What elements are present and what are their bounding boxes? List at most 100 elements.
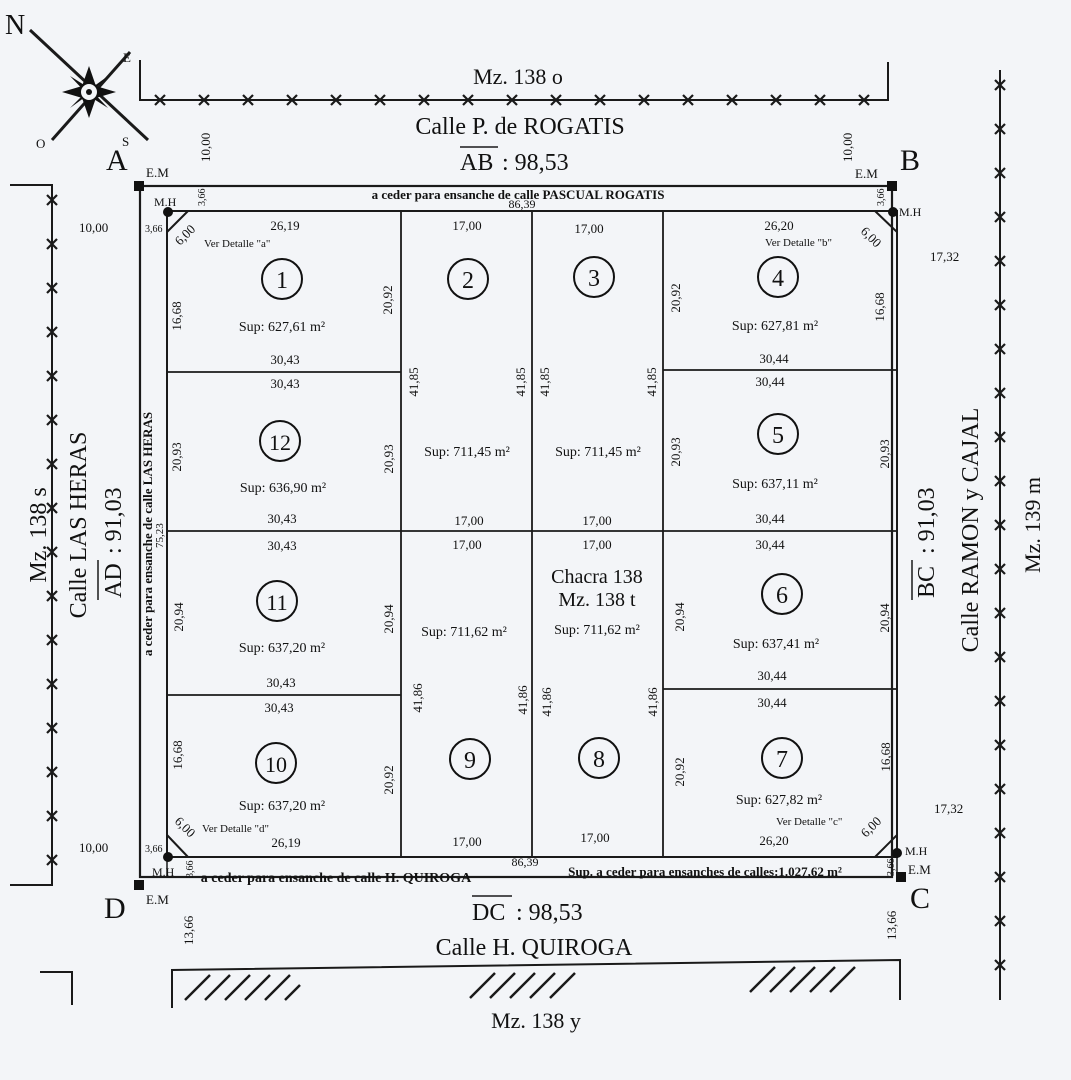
fence-x-mark <box>46 502 58 514</box>
fence-x-mark <box>858 94 870 106</box>
lot-4-area: Sup: 627,81 m² <box>732 319 818 334</box>
fence-x-mark <box>994 299 1006 311</box>
lot-5[interactable]: 5 Sup: 637,11 m² <box>732 413 818 492</box>
side-dc-label: DC <box>472 900 505 926</box>
east-fence <box>994 70 1006 1000</box>
lot-2-badge <box>447 258 489 300</box>
street-east-label: Calle RAMON y CAJAL <box>958 408 984 653</box>
lot-4[interactable]: 4 Sup: 627,81 m² <box>732 256 818 334</box>
corner-a-label: A <box>106 144 128 177</box>
lot-11-area: Sup: 637,20 m² <box>239 641 325 656</box>
fence-x-mark <box>46 722 58 734</box>
dim-lot4-left: 20,92 <box>668 283 683 312</box>
dim-north-86-39: 86,39 <box>509 197 536 211</box>
dim-lot11-left: 20,94 <box>171 602 186 632</box>
fence-x-mark <box>462 94 474 106</box>
dim-lot10-bottom: 26,19 <box>271 835 300 850</box>
lot-1[interactable]: 1 Sup: 627,61 m² <box>239 258 325 335</box>
fence-x-mark <box>46 678 58 690</box>
lot-7-badge <box>761 737 803 779</box>
lot-8[interactable]: 8 Sup: 711,62 m² <box>554 623 640 779</box>
compass-e-label: E <box>123 50 131 65</box>
fence-x-mark <box>994 475 1006 487</box>
fence-x-mark <box>46 370 58 382</box>
lot-3-number: 3 <box>588 266 600 292</box>
block-north-label: Mz. 138 o <box>473 64 563 89</box>
mh-label-nw: M.H <box>154 195 177 209</box>
fence-x-mark <box>198 94 210 106</box>
fence-x-mark <box>46 546 58 558</box>
dim-west-10-00-top: 10,00 <box>79 220 108 235</box>
block-west-label: Mz. 138 s <box>26 487 52 582</box>
dim-sw-3-66: 3,66 <box>145 844 163 855</box>
dim-lot2-right: 41,85 <box>513 367 528 396</box>
dim-lot6-right: 20,94 <box>877 603 892 633</box>
block-center-line2: Mz. 138 t <box>558 589 636 611</box>
fence-x-mark <box>550 94 562 106</box>
fence-x-mark <box>682 94 694 106</box>
lot-5-number: 5 <box>772 423 784 449</box>
lot-12[interactable]: 12 Sup: 636,90 m² <box>240 420 326 496</box>
corner-c-label: C <box>910 882 930 915</box>
dim-chamfer-sw: 6,00 <box>172 814 199 841</box>
dim-lot12-bottom: 30,43 <box>267 511 296 526</box>
fence-x-mark <box>46 282 58 294</box>
lot-9[interactable]: 9 Sup: 711,62 m² <box>421 625 507 780</box>
fence-x-mark <box>330 94 342 106</box>
lot-3[interactable]: 3 Sup: 711,45 m² <box>555 256 641 460</box>
dim-lot1-left: 16,68 <box>169 301 184 330</box>
fence-x-mark <box>506 94 518 106</box>
lot-1-number: 1 <box>276 268 288 294</box>
dim-lot7-bottom: 26,20 <box>759 833 788 848</box>
lot-10-number: 10 <box>265 752 287 777</box>
dim-se-3-66-v: 3,66 <box>886 859 897 877</box>
dim-lot8-bottom: 17,00 <box>580 830 609 845</box>
fence-x-mark <box>994 871 1006 883</box>
corner-b-label: B <box>900 144 920 177</box>
dim-lot9-top: 17,00 <box>452 537 481 552</box>
lot-12-number: 12 <box>269 430 291 455</box>
fence-x-mark <box>994 387 1006 399</box>
corner-marker-c <box>896 872 906 882</box>
lot-10[interactable]: 10 Sup: 637,20 m² <box>239 742 325 814</box>
lot-8-area: Sup: 711,62 m² <box>554 623 640 638</box>
street-west-label: Calle LAS HERAS <box>66 432 92 619</box>
dim-west-75-23: 75,23 <box>154 523 166 548</box>
side-ad-value: : 91,03 <box>101 487 127 554</box>
corner-marker-d <box>134 880 144 890</box>
mh-label-se: M.H <box>905 844 928 858</box>
fence-x-mark <box>46 810 58 822</box>
fence-x-mark <box>994 651 1006 663</box>
lot-10-badge <box>255 742 297 784</box>
dim-lot6-top: 30,44 <box>755 537 785 552</box>
lot-11[interactable]: 11 Sup: 637,20 m² <box>239 580 325 656</box>
dim-nw-3-66: 3,66 <box>145 224 163 235</box>
fence-x-mark <box>770 94 782 106</box>
fence-x-mark <box>46 854 58 866</box>
lot-7[interactable]: 7 Sup: 627,82 m² <box>736 737 822 808</box>
dim-ab-10-00: 10,00 <box>198 133 213 162</box>
dim-ab-10-00-right: 10,00 <box>840 133 855 162</box>
dim-chamfer-ne: 6,00 <box>858 224 885 251</box>
lot-12-area: Sup: 636,90 m² <box>240 481 326 496</box>
dim-lot5-left: 20,93 <box>668 437 683 466</box>
cession-north-label: a ceder para ensanche de calle PASCUAL R… <box>372 187 665 202</box>
side-bc-value: : 91,03 <box>914 487 940 554</box>
west-fence <box>10 184 58 886</box>
lot-7-number: 7 <box>776 747 788 773</box>
lot-9-number: 9 <box>464 748 476 774</box>
fence-x-mark <box>286 94 298 106</box>
dim-lot5-right: 20,93 <box>877 439 892 468</box>
dim-lot11-bottom: 30,43 <box>266 675 295 690</box>
corner-marker-a <box>134 181 144 191</box>
fence-x-mark <box>46 326 58 338</box>
lot-dimensions: 26,19 17,00 17,00 26,20 30,43 30,43 30,4… <box>169 218 893 850</box>
dim-lot4-right: 16,68 <box>872 292 887 321</box>
fence-x-mark <box>994 959 1006 971</box>
dim-lot11-right: 20,94 <box>381 604 396 634</box>
lot-6[interactable]: 6 Sup: 637,41 m² <box>733 573 819 652</box>
fence-x-mark <box>638 94 650 106</box>
side-dc-value: : 98,53 <box>516 900 583 926</box>
lot-2[interactable]: 2 Sup: 711,45 m² <box>424 258 510 460</box>
lot-11-number: 11 <box>266 590 287 615</box>
